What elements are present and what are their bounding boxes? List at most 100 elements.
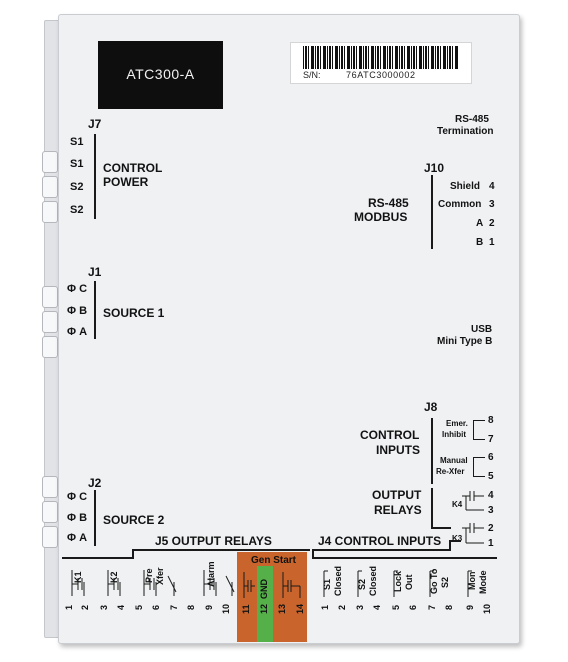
rs485-termination-label: RS-485 [455,114,489,125]
j5-title: J5 OUTPUT RELAYS [155,534,272,548]
j7-pin: S2 [70,181,84,193]
source2-title: SOURCE 2 [103,513,165,527]
rs485-termination-label: Termination [437,126,494,137]
terminal-num: 8 [186,604,196,610]
rs485-title: RS-485 [368,196,409,210]
terminal-num: 3 [99,604,109,610]
connector-tab [42,476,58,498]
connector-tab [42,526,58,548]
j7-pin: S1 [70,158,84,170]
terminal-num: 3 [355,604,365,610]
j8-pin-num: 6 [488,452,494,463]
connector-tab [42,501,58,523]
j10-label: J10 [424,161,445,175]
manual-bracket [473,476,485,477]
terminal-num: 2 [80,604,90,610]
relay-bracket [431,488,433,528]
k3-label: K3 [452,534,463,543]
j10-pin-num: 1 [489,237,495,248]
terminal-num: 7 [169,604,179,610]
terminal-num: 6 [408,604,418,610]
j8-pin-num: 7 [488,434,494,445]
relay-pin-num: 1 [488,538,494,549]
j5-underline [62,557,134,559]
terminal-num: 1 [64,604,74,610]
j4-input-label: Closed [333,565,343,596]
j4-input-label: Lock [393,570,403,592]
j4-switch-symbols [323,570,472,597]
output-relays-title: OUTPUT [372,488,422,502]
j7-bracket [94,134,96,219]
terminal-num: 12 [259,603,269,614]
j10-pin-name: A [476,218,484,229]
j8-bracket [431,418,433,484]
connector-tab [42,176,58,198]
j7-pin: S2 [70,204,84,216]
j4-input-label: Mode [478,570,488,595]
usb-label: USB [471,324,493,335]
alarm-label: Alarm [206,561,216,587]
j10-pin-num: 3 [489,199,495,210]
terminal-num: 5 [134,604,144,610]
control-power-title: POWER [103,175,149,189]
output-relays-title: RELAYS [374,503,422,517]
control-inputs-title: INPUTS [376,443,421,457]
j8-pin-num: 8 [488,415,494,426]
barcode [303,46,458,69]
serial-label: S/N: 76ATC3000002 [290,42,472,84]
j10-bracket [431,175,433,249]
terminal-num: 10 [221,603,231,614]
terminal-num: 9 [465,604,475,610]
gnd-label: GND [259,579,269,599]
usb-label: Mini Type B [437,336,493,347]
connector-tab [42,286,58,308]
j4-underline [312,557,497,559]
manual-rexfer-label: Re-Xfer [436,467,465,476]
j2-label: J2 [88,476,102,490]
control-power-title: CONTROL [103,161,163,175]
j7-label: J7 [88,117,102,131]
terminal-num: 7 [427,604,437,610]
gen-start-contact-icon [243,572,301,598]
rs485-title: MODBUS [354,210,408,224]
j4-input-label: S2 [440,576,450,588]
relay-pin-num: 2 [488,523,494,534]
manual-bracket [473,457,485,458]
j1-phase: Φ B [67,305,88,317]
model-name: ATC300-A [126,66,195,82]
gen-start-title: Gen Start [251,555,297,566]
j8-label: J8 [424,400,438,414]
j4-input-label: Closed [368,565,378,596]
j4-input-label: Go To [429,568,439,594]
controller-faceplate [58,14,520,644]
k2-label: K2 [109,571,119,583]
j10-pin-num: 2 [489,218,495,229]
model-badge [98,41,223,109]
j4-title: J4 CONTROL INPUTS [318,534,442,548]
connector-tab [42,151,58,173]
terminal-num: 11 [241,604,251,614]
j2-phase: Φ C [67,491,88,503]
terminal-num: 10 [482,603,492,614]
pre-xfer-label: Pre [144,568,154,583]
terminal-num: 1 [320,604,330,610]
j8-pin-num: 5 [488,471,494,482]
terminal-num: 2 [337,604,347,610]
j4-input-label: S1 [322,578,332,590]
terminal-num: 5 [391,604,401,610]
connector-tab [42,201,58,223]
terminal-num: 6 [151,604,161,610]
terminal-num: 9 [204,604,214,610]
relay-pin-num: 3 [488,505,494,516]
terminal-num: 4 [372,604,382,610]
connector-tab [42,336,58,358]
j4-input-label: Mon [467,571,477,591]
emer-inhibit-label: Inhibit [442,430,466,439]
j2-phase: Φ B [67,512,88,524]
relay-pin-num: 4 [488,490,494,501]
j2-phase: Φ A [67,532,88,544]
emer-bracket [473,420,485,421]
terminal-num: 4 [116,604,126,610]
j2-bracket [94,490,96,546]
emer-bracket [473,420,474,440]
